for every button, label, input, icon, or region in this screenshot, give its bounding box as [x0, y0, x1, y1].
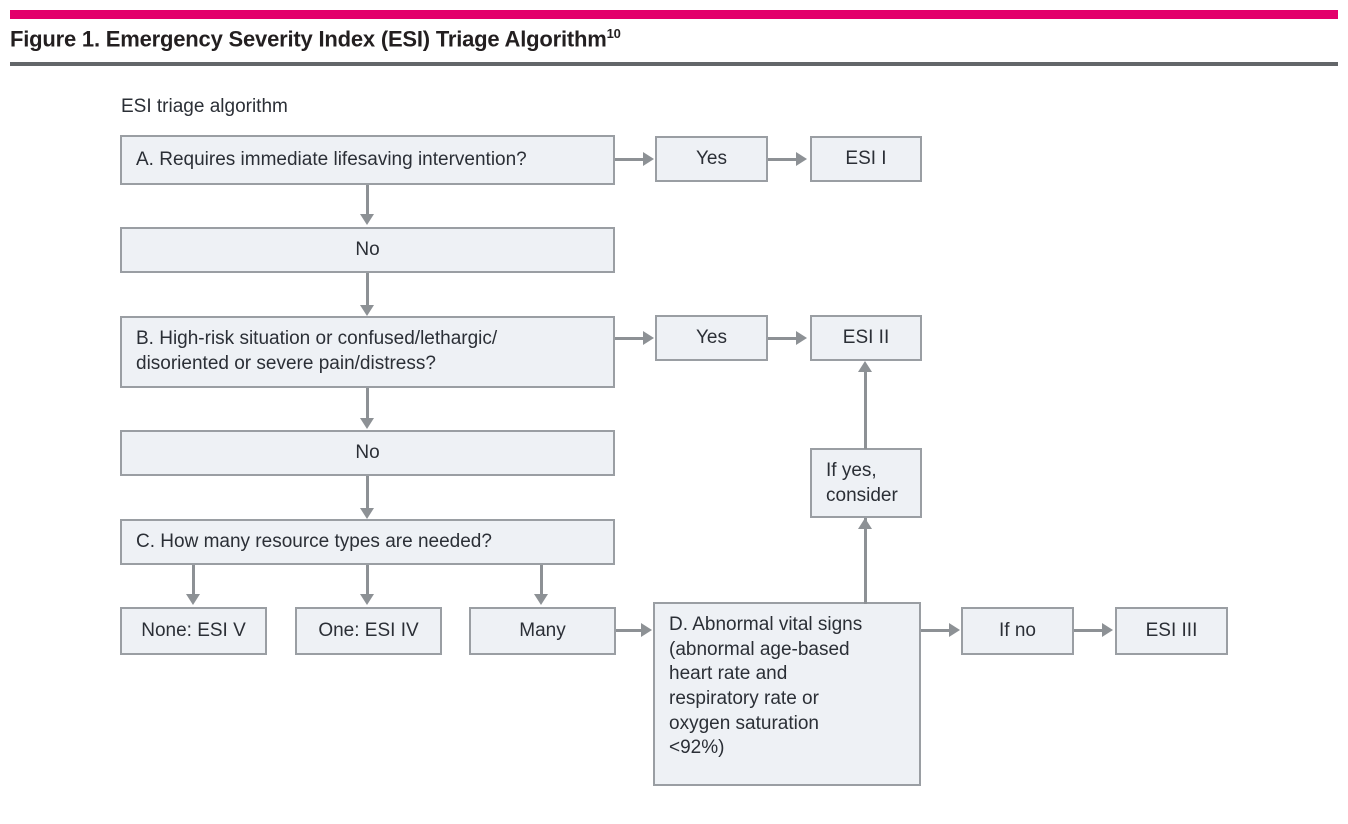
node-none-esi-5-label: None: ESI V — [141, 619, 246, 641]
node-esi-3: ESI III — [1115, 607, 1228, 655]
edge-d-to-ifno-arrowhead — [949, 623, 960, 637]
page-title: Figure 1. Emergency Severity Index (ESI)… — [10, 26, 1210, 52]
edge-many-to-d — [616, 629, 643, 632]
edge-c-to-none — [192, 565, 195, 597]
node-no-after-b-label: No — [355, 441, 380, 463]
edge-no-to-c-arrowhead — [360, 508, 374, 519]
edge-many-to-d-arrowhead — [641, 623, 652, 637]
edge-b-to-yes — [615, 337, 645, 340]
node-a-lifesaving-intervention: A. Requires immediate lifesaving interve… — [120, 135, 615, 185]
edge-b-to-no — [366, 388, 369, 421]
edge-a-to-no-arrowhead — [360, 214, 374, 225]
edge-ifyes-to-esi2 — [864, 372, 867, 449]
node-no-after-a-label: No — [355, 238, 380, 260]
edge-yes-to-esi1 — [768, 158, 798, 161]
node-no-after-a: No — [120, 227, 615, 273]
edge-c-to-many — [540, 565, 543, 597]
node-esi-2: ESI II — [810, 315, 922, 361]
node-c-label: C. How many resource types are needed? — [136, 530, 492, 552]
edge-ifno-to-esi3 — [1074, 629, 1104, 632]
accent-rule-top — [10, 10, 1338, 19]
chart-caption: ESI triage algorithm — [121, 96, 288, 117]
node-esi-3-label: ESI III — [1145, 619, 1198, 641]
node-a-yes-label: Yes — [696, 147, 727, 169]
figure-title-text: Figure 1. Emergency Severity Index (ESI)… — [10, 26, 607, 52]
node-many: Many — [469, 607, 616, 655]
node-b-label: B. High-risk situation or confused/letha… — [136, 328, 498, 374]
edge-d-to-ifno — [921, 629, 951, 632]
node-b-yes-label: Yes — [696, 326, 727, 348]
node-one-esi-4: One: ESI IV — [295, 607, 442, 655]
divider-rule — [10, 62, 1338, 66]
node-d-label: D. Abnormal vital signs (abnormal age-ba… — [669, 614, 863, 759]
node-b-high-risk: B. High-risk situation or confused/letha… — [120, 316, 615, 388]
edge-c-to-one-arrowhead — [360, 594, 374, 605]
edge-no-to-b — [366, 273, 369, 308]
edge-a-to-no — [366, 185, 369, 217]
node-one-esi-4-label: One: ESI IV — [318, 619, 419, 641]
node-if-no-label: If no — [999, 619, 1036, 641]
node-esi-1-label: ESI I — [845, 147, 887, 169]
node-no-after-b: No — [120, 430, 615, 476]
node-if-yes-consider: If yes, consider — [810, 448, 922, 518]
node-b-yes: Yes — [655, 315, 768, 361]
edge-a-to-yes — [615, 158, 645, 161]
node-many-label: Many — [519, 619, 566, 641]
edge-no-to-c — [366, 476, 369, 511]
node-a-label: A. Requires immediate lifesaving interve… — [136, 148, 527, 170]
node-none-esi-5: None: ESI V — [120, 607, 267, 655]
node-esi-1: ESI I — [810, 136, 922, 182]
edge-c-to-many-arrowhead — [534, 594, 548, 605]
node-if-no: If no — [961, 607, 1074, 655]
edge-yes-to-esi1-arrowhead — [796, 152, 807, 166]
edge-c-to-one — [366, 565, 369, 597]
node-esi-2-label: ESI II — [842, 326, 890, 348]
edge-ifyes-to-esi2-arrowhead — [858, 361, 872, 372]
edge-d-to-ifyes — [864, 518, 867, 604]
edge-d-to-ifyes-arrowhead — [858, 518, 872, 529]
edge-yes-to-esi2-arrowhead — [796, 331, 807, 345]
node-d-abnormal-vital-signs: D. Abnormal vital signs (abnormal age-ba… — [653, 602, 921, 786]
edge-no-to-b-arrowhead — [360, 305, 374, 316]
edge-a-to-yes-arrowhead — [643, 152, 654, 166]
node-if-yes-consider-label: If yes, consider — [826, 460, 898, 506]
figure-title-superscript: 10 — [606, 26, 621, 41]
edge-yes-to-esi2 — [768, 337, 798, 340]
edge-b-to-yes-arrowhead — [643, 331, 654, 345]
node-c-resource-types: C. How many resource types are needed? — [120, 519, 615, 565]
node-a-yes: Yes — [655, 136, 768, 182]
edge-c-to-none-arrowhead — [186, 594, 200, 605]
edge-b-to-no-arrowhead — [360, 418, 374, 429]
edge-ifno-to-esi3-arrowhead — [1102, 623, 1113, 637]
